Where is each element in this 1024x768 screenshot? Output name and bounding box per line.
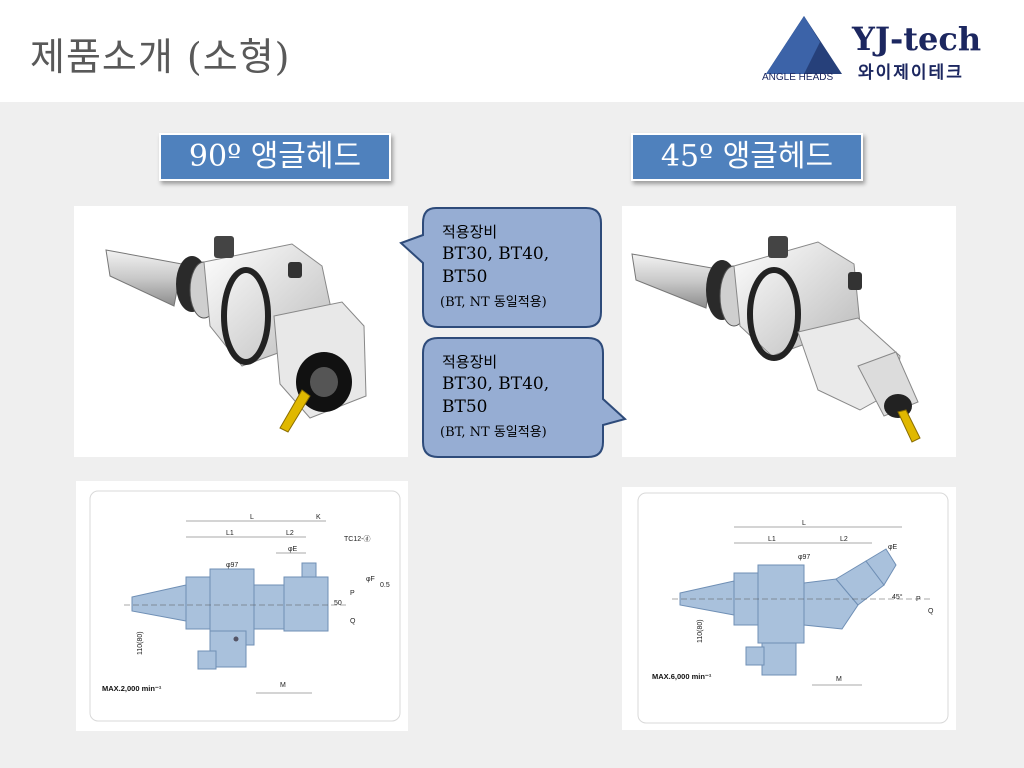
photo-90-angle-head [74,206,408,457]
dim-L1: L1 [226,530,234,537]
triangle-logo-icon [766,16,842,74]
dim-0-5: 0.5 [380,582,390,589]
logo-tagline: ANGLE HEADS [762,72,834,83]
photo-45-angle-head [622,206,956,457]
callout-top: 적용장비 BT30, BT40, BT50 (BT, NT 동일적용) [398,205,604,330]
slide-header: 제품소개 (소형) YJ-tech 와이제이테크 ANGLE HEADS [0,0,1024,102]
max-speed-90: MAX.2,000 min⁻¹ [102,684,162,693]
dim-45deg: 45° [892,593,903,601]
dim-M: M [836,676,842,683]
dim-Q: Q [928,608,934,615]
technical-drawing-90: L L1 L2 K TC12-ⓓ φE φ97 φF 0.5 P 50 Q 11… [89,490,401,722]
dim-50: 50 [334,600,342,607]
drawing-45-angle-head: L L1 L2 φ97 φE d 45° P Q 110(80) M MAX.6… [622,487,956,730]
dim-110-80: 110(80) [697,619,704,643]
callout-top-note: (BT, NT 동일적용) [440,295,547,310]
max-speed-45: MAX.6,000 min⁻¹ [652,672,712,681]
dim-TC12: TC12-ⓓ [344,535,370,543]
callout-bottom-heading: 적용장비 [442,353,498,371]
dim-K: K [316,514,321,521]
callout-top-shape [399,207,602,328]
dim-Q: Q [350,618,356,625]
company-logo: YJ-tech 와이제이테크 ANGLE HEADS [760,12,1010,92]
callout-bottom-line2: BT50 [442,397,488,417]
dim-L2: L2 [286,530,294,537]
dim-phiE: φE [888,544,898,551]
dim-L2: L2 [840,536,848,543]
callout-top-line2: BT50 [442,267,488,287]
angle-head-45-image [631,236,921,443]
dim-P: P [350,590,355,597]
dim-phi97: φ97 [798,554,810,561]
dim-phiE: φE [288,546,298,553]
callout-top-heading: 적용장비 [442,223,498,241]
callout-bottom: 적용장비 BT30, BT40, BT50 (BT, NT 동일적용) [422,335,628,460]
callout-top-line1: BT30, BT40, [442,244,550,264]
label-45-degree: 45º 앵글헤드 [631,133,863,181]
dim-L: L [250,514,254,521]
drawing-90-angle-head: L L1 L2 K TC12-ⓓ φE φ97 φF 0.5 P 50 Q 11… [76,481,408,731]
logo-brand: YJ-tech [852,20,982,58]
dim-M: M [280,682,286,689]
callout-bottom-shape [422,337,628,458]
dim-phiF: φF [366,576,375,583]
dim-L: L [802,520,806,527]
dim-110-80: 110(80) [137,631,144,655]
logo-korean: 와이제이테크 [858,63,964,83]
dim-P: P [916,596,921,603]
dim-L1: L1 [768,536,776,543]
callout-bottom-note: (BT, NT 동일적용) [440,425,547,440]
label-90-degree: 90º 앵글헤드 [159,133,391,181]
page-title: 제품소개 (소형) [30,35,291,79]
technical-drawing-45: L L1 L2 φ97 φE d 45° P Q 110(80) M MAX.6… [637,492,949,724]
callout-bottom-line1: BT30, BT40, [442,374,550,394]
angle-head-90-image [105,236,367,433]
dim-phi97: φ97 [226,562,238,569]
